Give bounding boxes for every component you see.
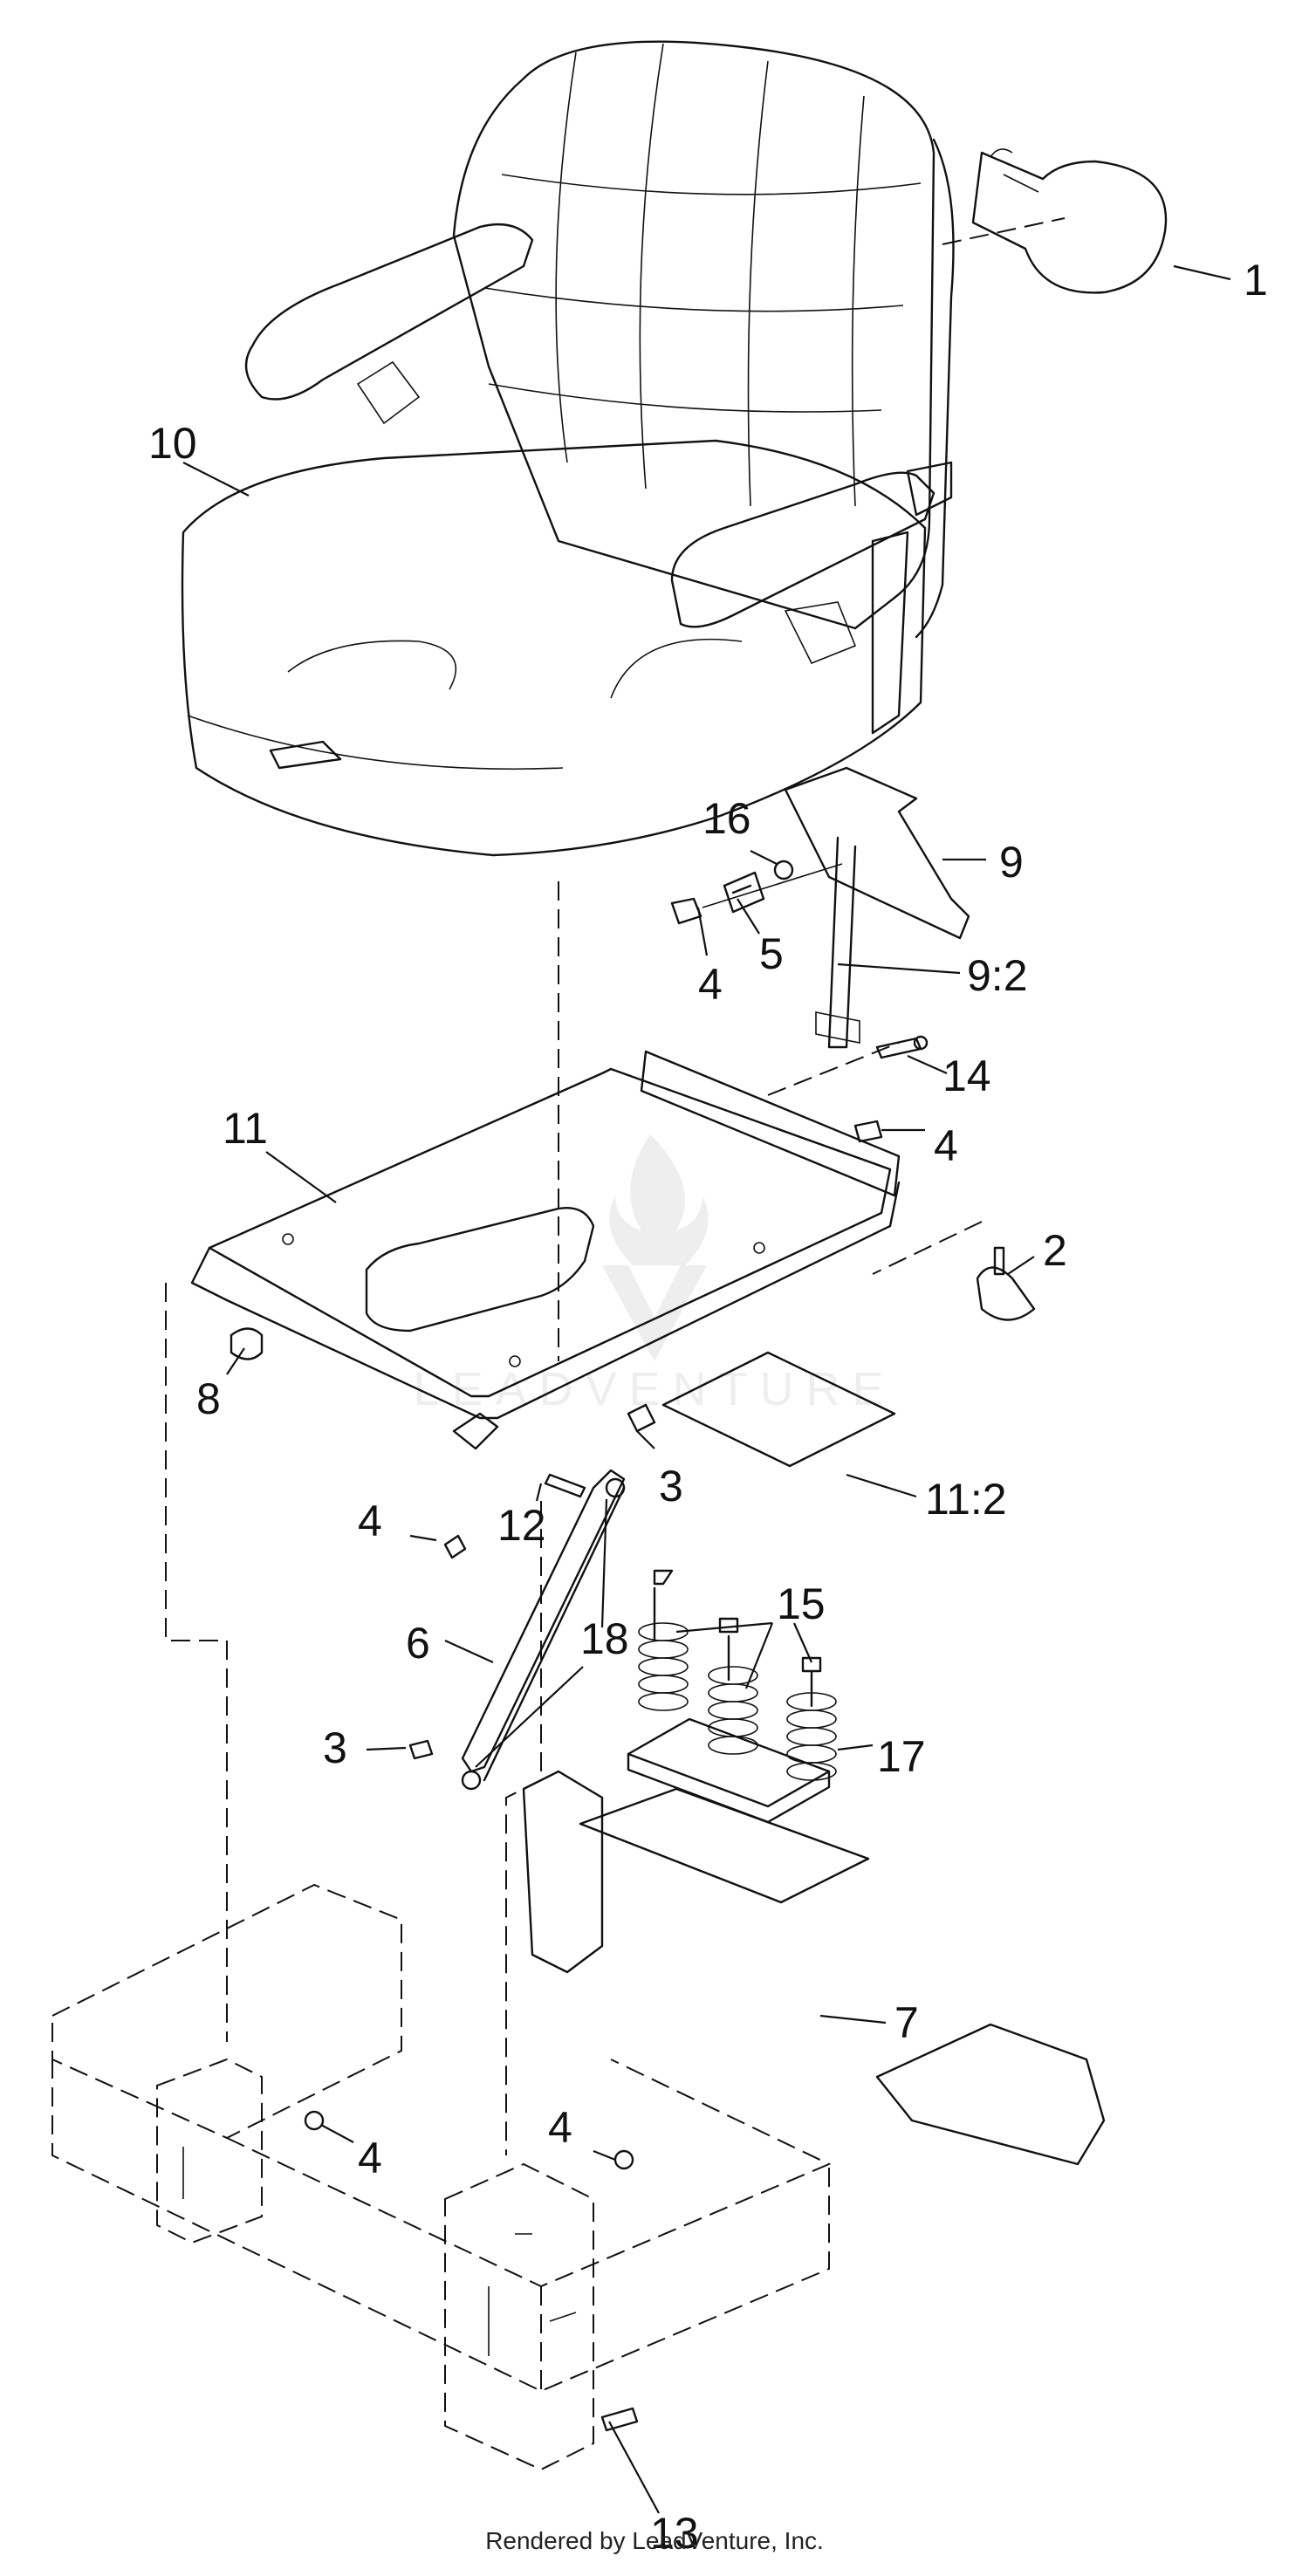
callout-17: 17 xyxy=(877,1732,926,1781)
callout-3-lower: 3 xyxy=(323,1723,347,1772)
callout-4-right: 4 xyxy=(934,1121,958,1170)
callout-8: 8 xyxy=(196,1374,221,1423)
callout-4-left: 4 xyxy=(358,1497,382,1545)
footer-credit: Rendered by LeadVenture, Inc. xyxy=(485,2527,824,2554)
link-6-12-18 xyxy=(408,1469,626,1791)
callout-6: 6 xyxy=(406,1619,430,1668)
callout-16: 16 xyxy=(702,794,751,843)
callout-11-2: 11:2 xyxy=(925,1475,1007,1524)
callout-3-upper: 3 xyxy=(659,1462,683,1511)
callout-4-bottom: 4 xyxy=(548,2103,572,2152)
callout-7: 7 xyxy=(894,1998,919,2047)
callout-9: 9 xyxy=(999,838,1024,887)
callout-15: 15 xyxy=(777,1579,826,1628)
hardware-16-5-4 xyxy=(670,860,929,1059)
callout-10: 10 xyxy=(148,419,197,468)
callout-4-frame: 4 xyxy=(358,2134,382,2182)
callout-11: 11 xyxy=(223,1104,268,1153)
callout-13: 13 xyxy=(650,2509,699,2558)
seat-bracket-9 xyxy=(784,766,970,1049)
springs-plate-7 xyxy=(522,1569,1106,2166)
callout-5: 5 xyxy=(759,929,784,978)
callout-4-upper: 4 xyxy=(698,960,723,1009)
seat-assembly xyxy=(181,40,955,857)
callout-9-2: 9:2 xyxy=(967,951,1028,1000)
seat-back-part-1 xyxy=(942,148,1168,294)
watermark-text: LEADVENTURE xyxy=(413,1363,895,1415)
watermark-logo: LEADVENTURE xyxy=(413,1134,895,1415)
frame-assembly xyxy=(51,881,983,2471)
callout-2: 2 xyxy=(1043,1226,1067,1275)
callout-labels: 1 2 3 3 4 4 4 4 4 5 6 7 8 9 9:2 10 11 xyxy=(148,256,1268,2558)
hardware-4-13 xyxy=(304,2110,639,2432)
callout-12: 12 xyxy=(497,1501,546,1550)
callout-14: 14 xyxy=(942,1052,991,1100)
callout-1: 1 xyxy=(1244,256,1268,305)
callout-18: 18 xyxy=(580,1614,629,1663)
seat-pan-11 xyxy=(190,1050,901,1468)
